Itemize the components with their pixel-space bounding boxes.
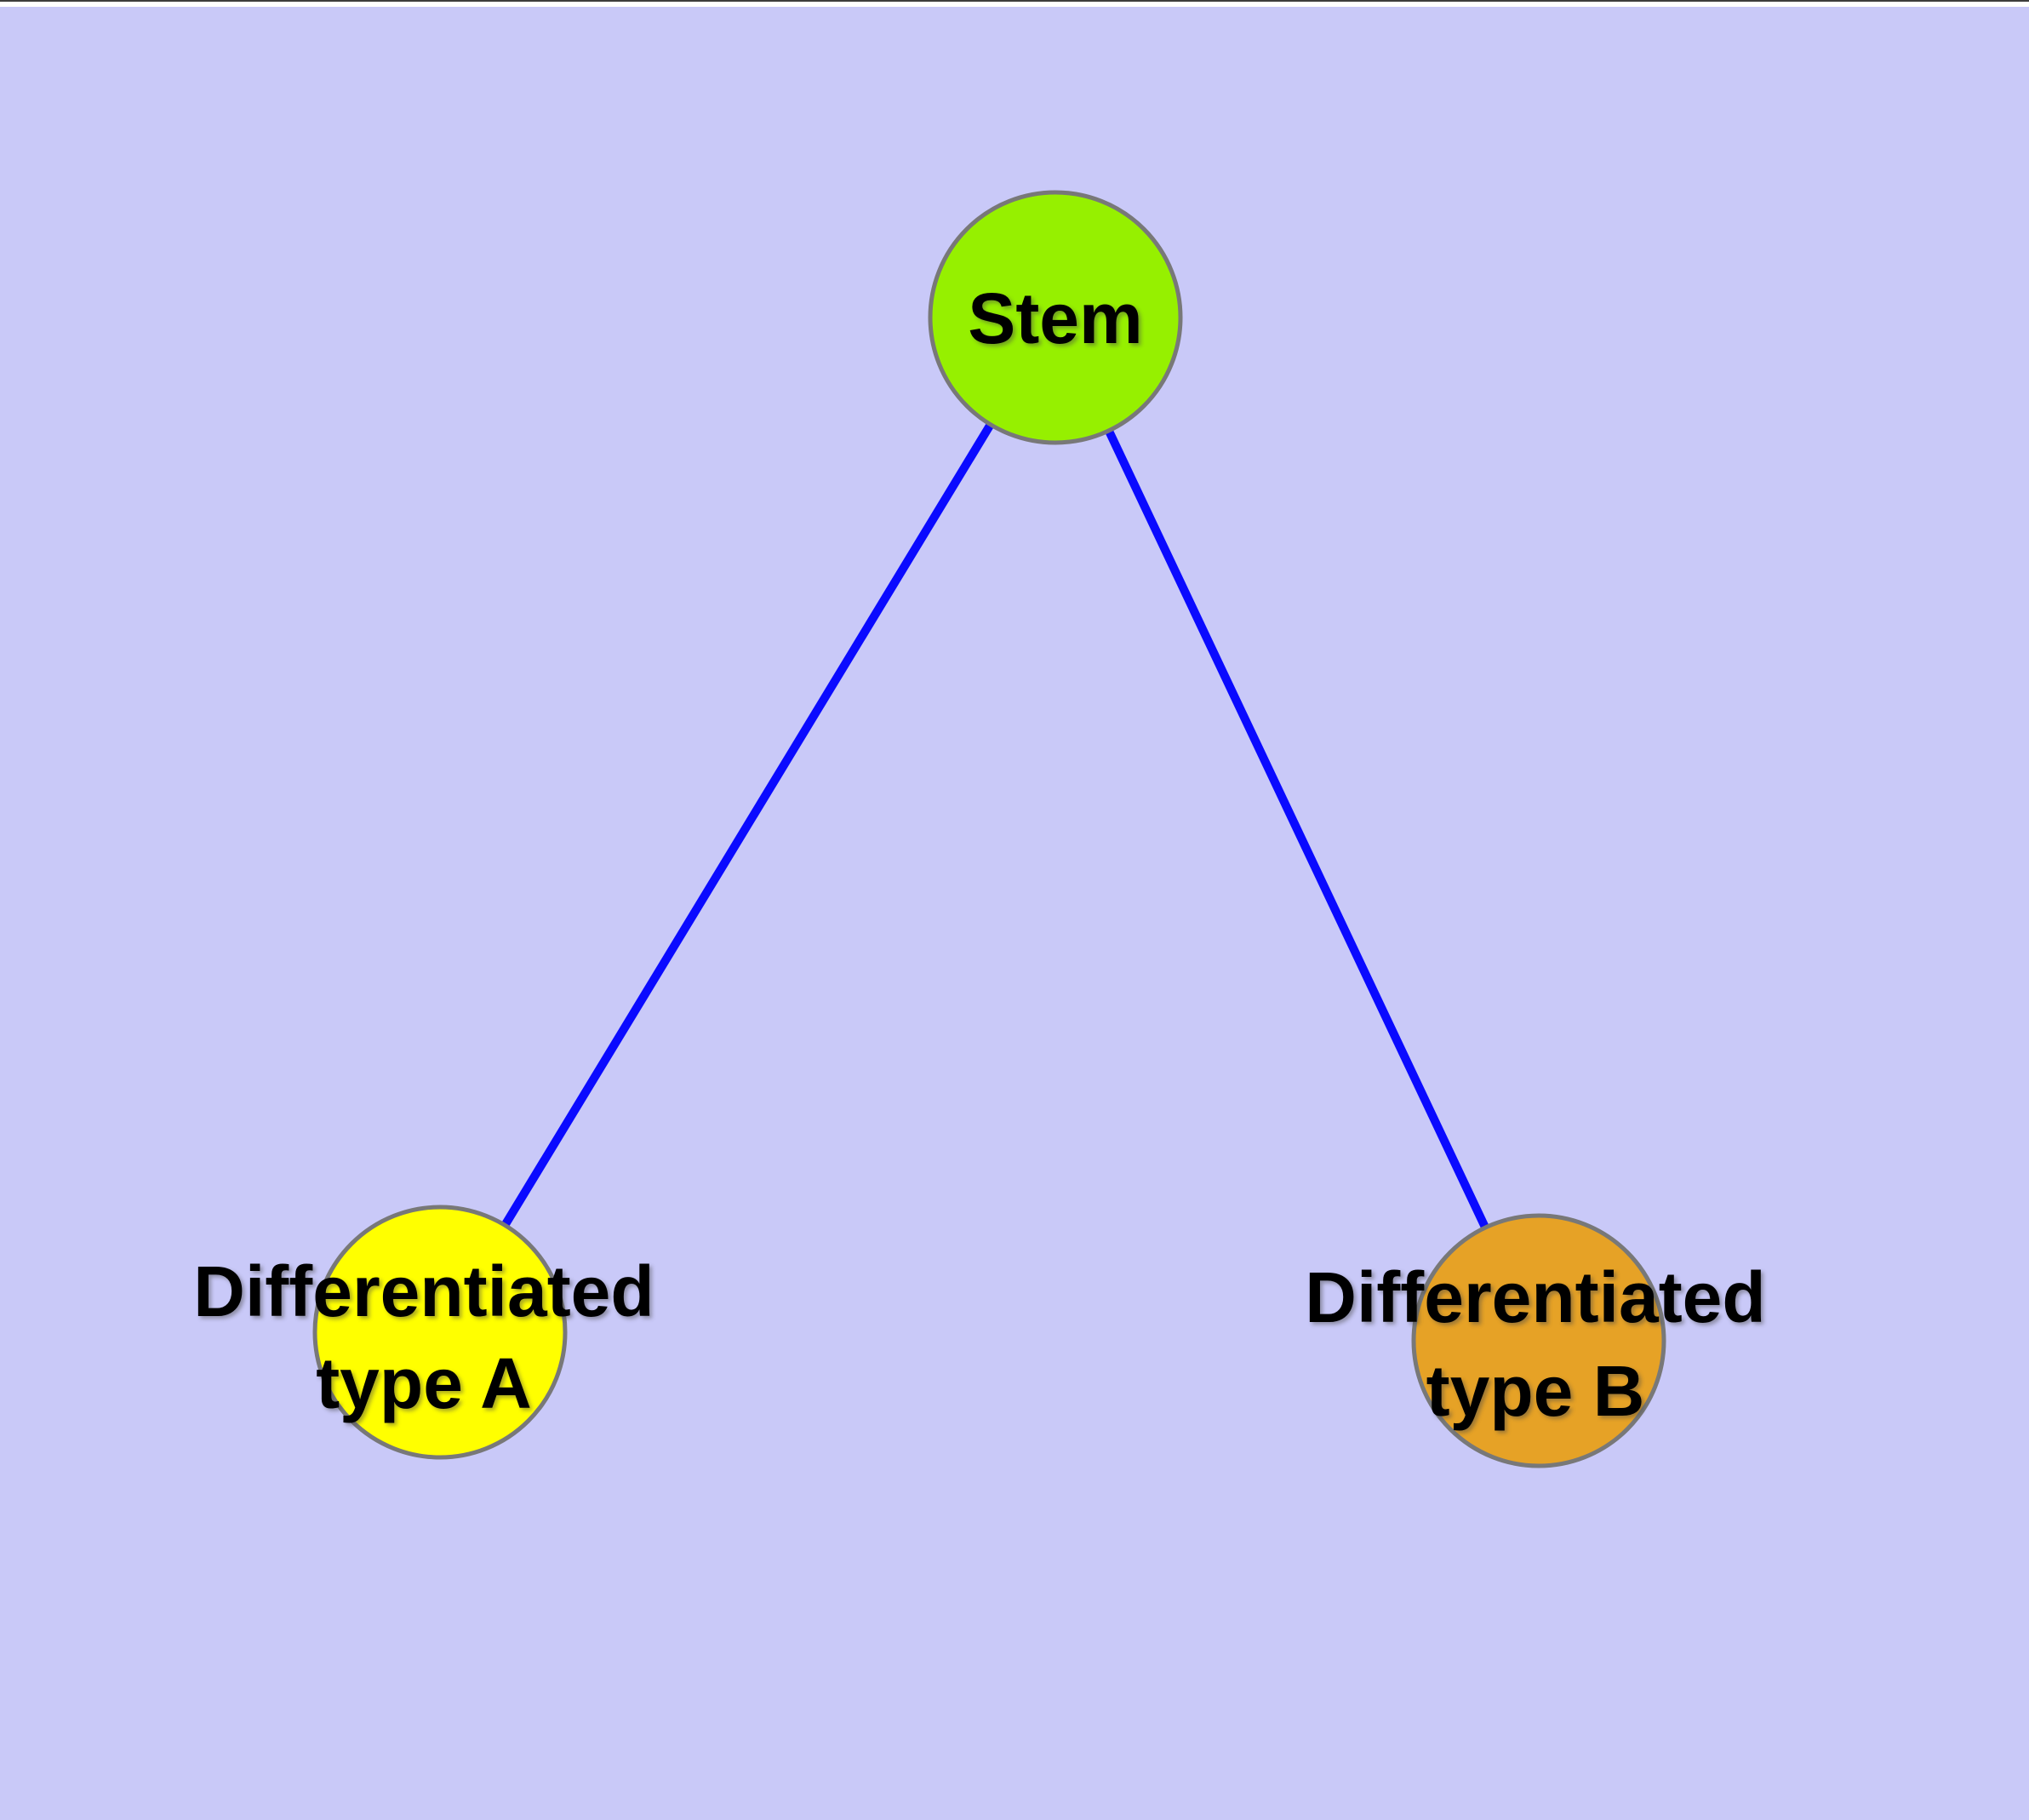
node-type-b-circle bbox=[1411, 1213, 1666, 1468]
node-type-a-label-line2: type A bbox=[316, 1343, 532, 1423]
edge-stem-to-type-a bbox=[436, 315, 1060, 1335]
node-type-b-label-line1: Differentiated bbox=[1305, 1257, 1765, 1337]
window-top-edge bbox=[0, 0, 2029, 7]
edge-stem-to-type-b bbox=[1051, 315, 1543, 1343]
node-stem-circle bbox=[928, 190, 1183, 445]
node-type-a-label-line1: Differentiated bbox=[193, 1251, 654, 1331]
node-type-a-circle bbox=[312, 1205, 568, 1460]
node-type-b-label-line2: type B bbox=[1426, 1351, 1645, 1431]
node-stem-label: Stem bbox=[968, 278, 1142, 358]
